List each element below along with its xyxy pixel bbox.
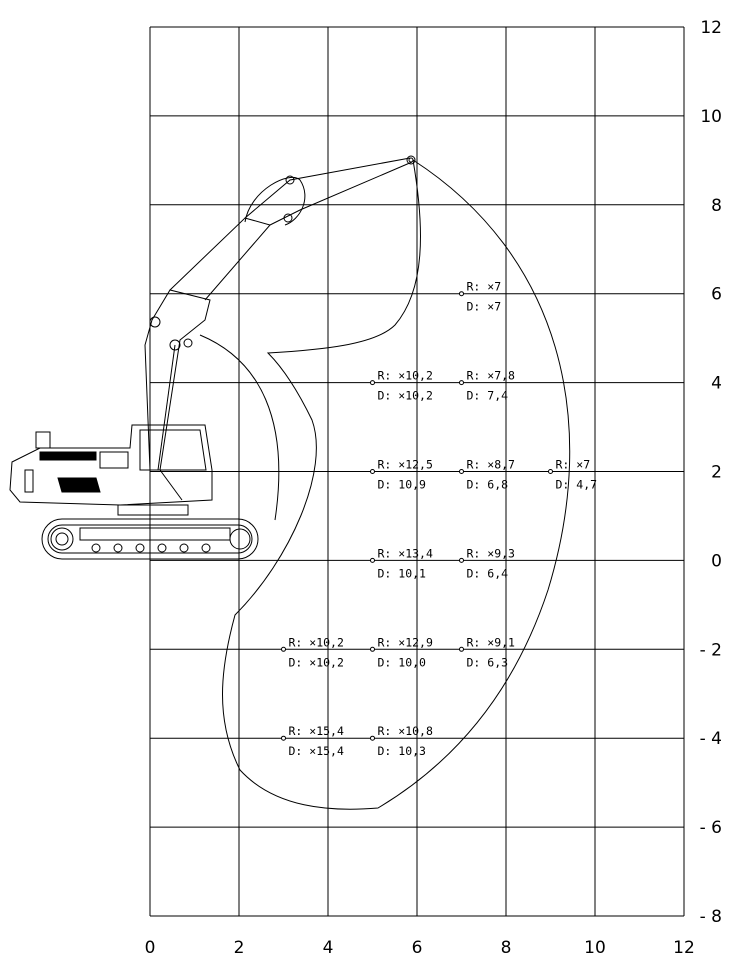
y-tick-label: 2 (711, 463, 722, 483)
capacity-label-d: D: ×10,2 (378, 389, 433, 403)
capacity-point (459, 646, 464, 652)
capacity-label-r: R: ×10,2 (289, 635, 344, 649)
capacity-label-d: D: 6,4 (467, 566, 509, 580)
capacity-label-r: R: ×8,7 (467, 458, 516, 472)
capacity-point (459, 557, 464, 563)
capacity-point (459, 380, 464, 386)
y-tick-label: 12 (700, 18, 722, 38)
x-tick-label: 0 (145, 938, 156, 958)
capacity-point (459, 469, 464, 474)
y-tick-label: 6 (711, 285, 722, 305)
y-tick-label: 8 (711, 196, 722, 216)
capacity-labels: R: ×7D: ×7R: ×10,2D: ×10,2R: ×7,8D: 7,4R… (281, 280, 598, 758)
capacity-label-d: D: 6,8 (467, 478, 509, 492)
capacity-point (548, 469, 553, 474)
capacity-label-r: R: ×15,4 (289, 724, 344, 738)
y-tick-label: - 6 (700, 818, 722, 838)
capacity-label-r: R: ×13,4 (378, 546, 433, 560)
capacity-label-d: D: 10,0 (378, 655, 427, 669)
reach-envelope (199, 158, 571, 810)
capacity-label-d: D: ×7 (467, 300, 502, 314)
capacity-label-r: R: ×12,5 (378, 458, 433, 472)
capacity-label-r: R: ×12,9 (378, 635, 433, 649)
capacity-label-r: R: ×7 (467, 280, 502, 294)
excavator-drawing (9, 155, 416, 560)
capacity-label-d: D: 10,9 (378, 478, 427, 492)
capacity-label-d: D: 7,4 (467, 389, 509, 403)
x-tick-label: 8 (501, 938, 512, 958)
capacity-point (281, 735, 286, 741)
capacity-label-d: D: 10,3 (378, 744, 427, 758)
y-tick-label: - 8 (700, 907, 722, 927)
x-tick-label: 12 (673, 938, 695, 958)
capacity-label-r: R: ×7 (556, 458, 591, 472)
x-tick-label: 6 (412, 938, 423, 958)
grid (149, 26, 685, 917)
capacity-point (370, 469, 375, 474)
capacity-label-d: D: ×15,4 (289, 744, 344, 758)
capacity-label-r: R: ×10,8 (378, 724, 433, 738)
capacity-label-d: D: ×10,2 (289, 655, 344, 669)
capacity-label-r: R: ×9,3 (467, 546, 516, 560)
y-tick-label: 10 (700, 107, 722, 127)
y-tick-label: 4 (711, 374, 722, 394)
upper-structure (9, 424, 213, 516)
capacity-point (281, 646, 286, 652)
x-tick-label: 10 (584, 938, 606, 958)
capacity-point (370, 380, 375, 386)
capacity-label-r: R: ×9,1 (467, 635, 516, 649)
x-tick-label: 2 (234, 938, 245, 958)
capacity-label-r: R: ×10,2 (378, 369, 433, 383)
y-tick-label: 0 (711, 551, 722, 571)
capacity-point (370, 557, 375, 563)
capacity-point (459, 291, 464, 297)
capacity-label-d: D: 10,1 (378, 566, 427, 580)
capacity-point (370, 646, 375, 652)
y-tick-label: - 2 (700, 640, 722, 660)
y-tick-label: - 4 (700, 729, 722, 749)
crawler-track (41, 518, 259, 560)
capacity-label-r: R: ×7,8 (467, 369, 516, 383)
capacity-point (370, 735, 375, 741)
capacity-label-d: D: 6,3 (467, 655, 509, 669)
axis-ticks: 0 2 4 6 8 10 12 12 10 8 6 4 2 0 - 2 - 4 - 6 - 8 (145, 18, 722, 958)
x-tick-label: 4 (323, 938, 334, 958)
boom (144, 155, 416, 501)
capacity-label-d: D: 4,7 (556, 478, 598, 492)
